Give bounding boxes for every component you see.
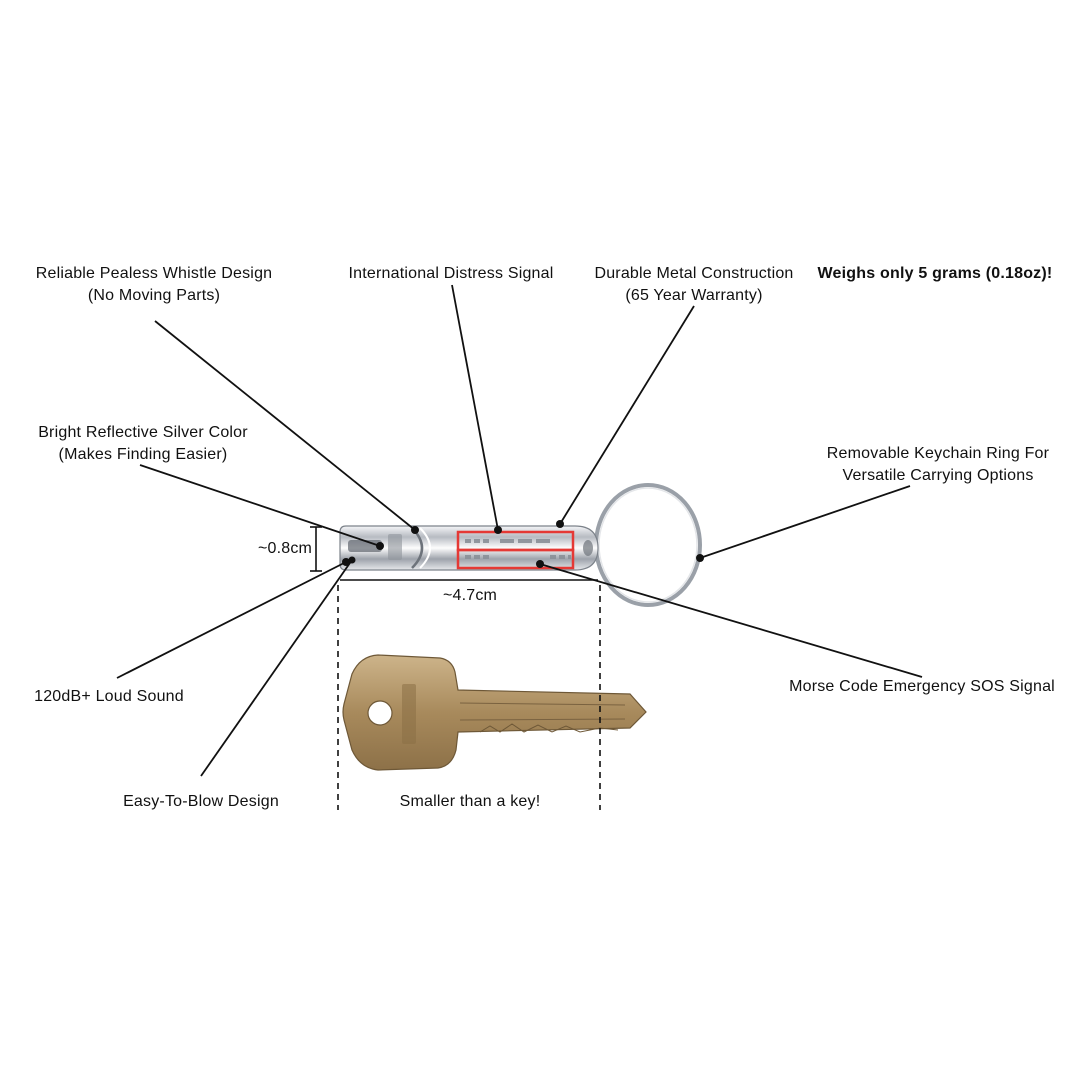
callout-pealess-title: Reliable Pealess Whistle Design xyxy=(35,265,273,282)
leader-lines xyxy=(116,284,923,777)
callout-metal-title: Durable Metal Construction xyxy=(594,265,794,282)
dot-loud xyxy=(342,558,350,566)
key-comparison-caption: Smaller than a key! xyxy=(399,793,541,810)
leader-keyring xyxy=(699,485,911,559)
callout-easy-title: Easy-To-Blow Design xyxy=(123,793,279,810)
leader-morse xyxy=(539,563,923,678)
leader-pealess xyxy=(154,320,416,531)
callout-silver-color: Bright Reflective Silver Color (Makes Fi… xyxy=(20,422,266,466)
callout-distress-signal: International Distress Signal xyxy=(333,263,569,285)
sos-highlight xyxy=(456,530,575,570)
keychain-ring[interactable] xyxy=(594,483,702,607)
dot-easy xyxy=(348,556,356,564)
dot-keyring xyxy=(696,554,704,562)
leader-distress xyxy=(451,284,499,531)
dot-metal xyxy=(556,520,564,528)
leader-metal xyxy=(559,305,695,525)
dimension-diameter xyxy=(310,526,322,572)
callout-metal-subtitle: (65 Year Warranty) xyxy=(625,287,763,304)
callout-loud-title: 120dB+ Loud Sound xyxy=(34,688,184,705)
leader-loud xyxy=(116,561,347,679)
callout-metal-construction: Durable Metal Construction (65 Year Warr… xyxy=(580,263,808,307)
callout-keyring-title: Removable Keychain Ring For xyxy=(826,445,1050,462)
dot-pealess xyxy=(411,526,419,534)
callout-loud-sound: 120dB+ Loud Sound xyxy=(22,686,196,708)
callout-keychain-ring: Removable Keychain Ring For Versatile Ca… xyxy=(818,443,1058,487)
dimension-diameter-label: ~0.8cm xyxy=(257,540,313,557)
leader-silver xyxy=(139,464,381,547)
callout-weight: Weighs only 5 grams (0.18oz)! xyxy=(812,263,1058,285)
callout-pealess-subtitle: (No Moving Parts) xyxy=(87,287,221,304)
whistle-body xyxy=(339,525,599,571)
dot-distress xyxy=(494,526,502,534)
callout-silver-subtitle: (Makes Finding Easier) xyxy=(58,446,228,463)
callout-weight-title: Weighs only 5 grams (0.18oz)! xyxy=(817,265,1053,282)
dot-silver xyxy=(376,542,384,550)
leader-easy xyxy=(200,559,353,777)
callout-easy-blow: Easy-To-Blow Design xyxy=(110,791,292,813)
callout-morse-code: Morse Code Emergency SOS Signal xyxy=(782,676,1062,698)
callout-distress-title: International Distress Signal xyxy=(348,265,554,282)
leader-dots xyxy=(342,520,704,568)
callout-pealess-design: Reliable Pealess Whistle Design (No Movi… xyxy=(20,263,288,307)
callout-silver-title: Bright Reflective Silver Color xyxy=(38,424,248,441)
callout-morse-title: Morse Code Emergency SOS Signal xyxy=(789,678,1055,695)
dimension-length-label: ~4.7cm xyxy=(442,587,498,604)
callout-keyring-subtitle: Versatile Carrying Options xyxy=(842,467,1034,484)
dot-morse xyxy=(536,560,544,568)
comparison-guides xyxy=(337,585,601,810)
sos-highlight-bottom xyxy=(456,548,575,570)
key-image xyxy=(342,654,647,771)
